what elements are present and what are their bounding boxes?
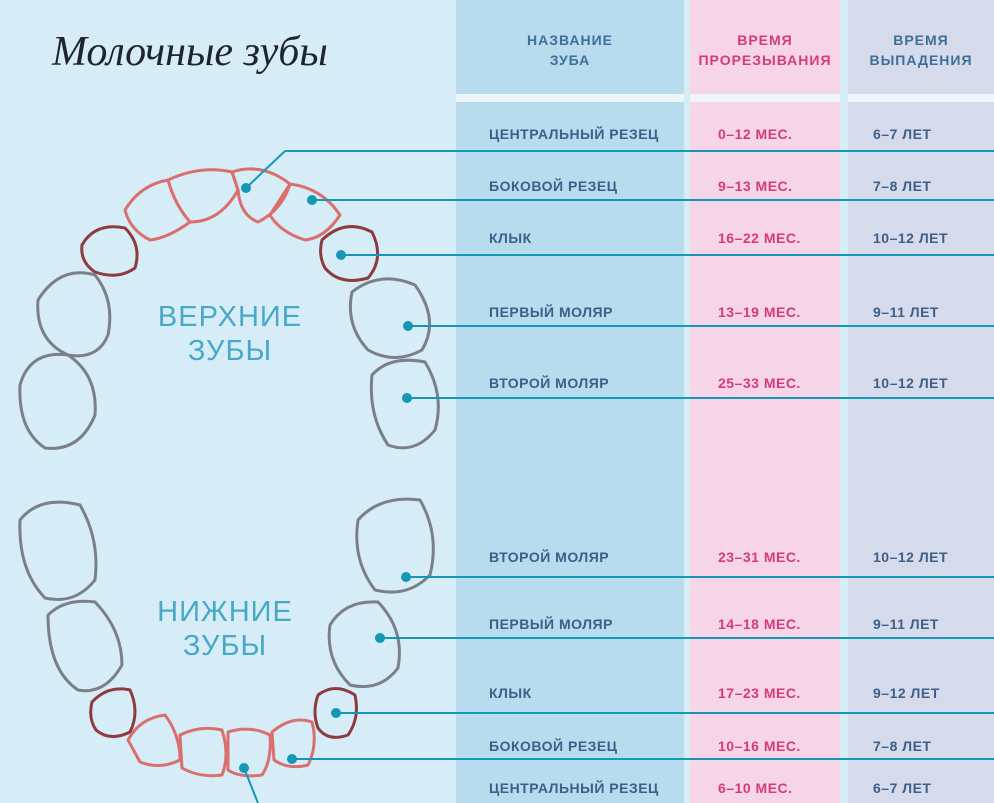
lower-second-molar-left-icon	[18, 500, 98, 601]
lower-row-4-erupt: 6–10 МЕС.	[718, 780, 793, 796]
upper-canine-left-icon	[80, 225, 139, 277]
upper-lateral-incisor-right-icon	[268, 182, 342, 242]
upper-lateral-incisor-left-icon	[123, 178, 192, 242]
upper-teeth-label: ВЕРХНИЕ ЗУБЫ	[157, 301, 303, 367]
header-divider	[690, 94, 840, 102]
lower-row-2-name: КЛЫК	[489, 685, 532, 701]
header-divider	[456, 94, 684, 102]
lower-row-0-name: ВТОРОЙ МОЛЯР	[489, 549, 610, 565]
upper-row-3-name: ПЕРВЫЙ МОЛЯР	[489, 304, 613, 320]
lower-row-4-name: ЦЕНТРАЛЬНЫЙ РЕЗЕЦ	[489, 780, 659, 796]
pointer-upper-central-incisor	[245, 150, 286, 189]
header-loss-time: ВРЕМЯ ВЫПАДЕНИЯ	[869, 32, 973, 68]
lower-row-1-name: ПЕРВЫЙ МОЛЯР	[489, 616, 613, 632]
lower-canine-right-icon	[313, 687, 358, 739]
upper-canine-right-icon	[319, 225, 380, 282]
upper-row-0-lose: 6–7 ЛЕТ	[873, 126, 932, 142]
lower-central-incisor-left-icon	[178, 726, 228, 778]
upper-row-0-erupt: 0–12 МЕС.	[718, 126, 793, 142]
lower-central-incisor-right-icon	[226, 727, 272, 778]
lower-row-1-erupt: 14–18 МЕС.	[718, 616, 801, 632]
lower-row-3-erupt: 10–16 МЕС.	[718, 738, 801, 754]
lower-row-1-lose: 9–11 ЛЕТ	[873, 616, 939, 632]
lower-lateral-incisor-left-icon	[126, 713, 182, 767]
lower-row-4-lose: 6–7 ЛЕТ	[873, 780, 932, 796]
header-divider	[848, 94, 994, 102]
column-erupt-bg	[690, 0, 840, 803]
upper-central-incisor-right-icon	[230, 167, 292, 224]
column-lose-bg	[848, 0, 994, 803]
lower-lateral-incisor-right-icon	[270, 718, 316, 769]
lower-second-molar-right-icon	[355, 497, 435, 594]
upper-row-2-erupt: 16–22 МЕС.	[718, 230, 801, 246]
page-title: Молочные зубы	[52, 29, 328, 75]
upper-row-4-erupt: 25–33 МЕС.	[718, 375, 801, 391]
diagram-background	[0, 0, 456, 803]
upper-first-molar-right-icon	[348, 277, 432, 359]
upper-second-molar-right-icon	[369, 358, 440, 450]
lower-row-0-lose: 10–12 ЛЕТ	[873, 549, 949, 565]
upper-row-1-name: БОКОВОЙ РЕЗЕЦ	[489, 178, 618, 194]
upper-row-3-lose: 9–11 ЛЕТ	[873, 304, 939, 320]
upper-row-1-erupt: 9–13 МЕС.	[718, 178, 793, 194]
lower-canine-left-icon	[89, 687, 137, 738]
upper-row-0-name: ЦЕНТРАЛЬНЫЙ РЕЗЕЦ	[489, 126, 659, 142]
lower-row-2-lose: 9–12 ЛЕТ	[873, 685, 940, 701]
upper-row-2-name: КЛЫК	[489, 230, 532, 246]
upper-first-molar-left-icon	[36, 271, 112, 358]
lower-first-molar-right-icon	[327, 600, 401, 689]
upper-row-4-name: ВТОРОЙ МОЛЯР	[489, 375, 610, 391]
upper-row-4-lose: 10–12 ЛЕТ	[873, 375, 949, 391]
upper-row-3-erupt: 13–19 МЕС.	[718, 304, 801, 320]
lower-row-0-erupt: 23–31 МЕС.	[718, 549, 801, 565]
upper-row-1-lose: 7–8 ЛЕТ	[873, 178, 932, 194]
lower-row-3-name: БОКОВОЙ РЕЗЕЦ	[489, 738, 618, 754]
upper-row-2-lose: 10–12 ЛЕТ	[873, 230, 949, 246]
lower-row-3-lose: 7–8 ЛЕТ	[873, 738, 932, 754]
lower-teeth-label: НИЖНИЕ ЗУБЫ	[157, 596, 293, 662]
lower-row-2-erupt: 17–23 МЕС.	[718, 685, 801, 701]
column-name-bg	[456, 0, 684, 803]
lower-first-molar-left-icon	[46, 599, 124, 693]
header-tooth-name: НАЗВАНИЕ ЗУБА	[526, 32, 614, 68]
upper-second-molar-left-icon	[18, 352, 97, 450]
header-eruption-time: ВРЕМЯ ПРОРЕЗЫВАНИЯ	[698, 32, 832, 68]
upper-central-incisor-left-icon	[166, 168, 240, 224]
pointer-lower-central-incisor	[243, 767, 259, 803]
